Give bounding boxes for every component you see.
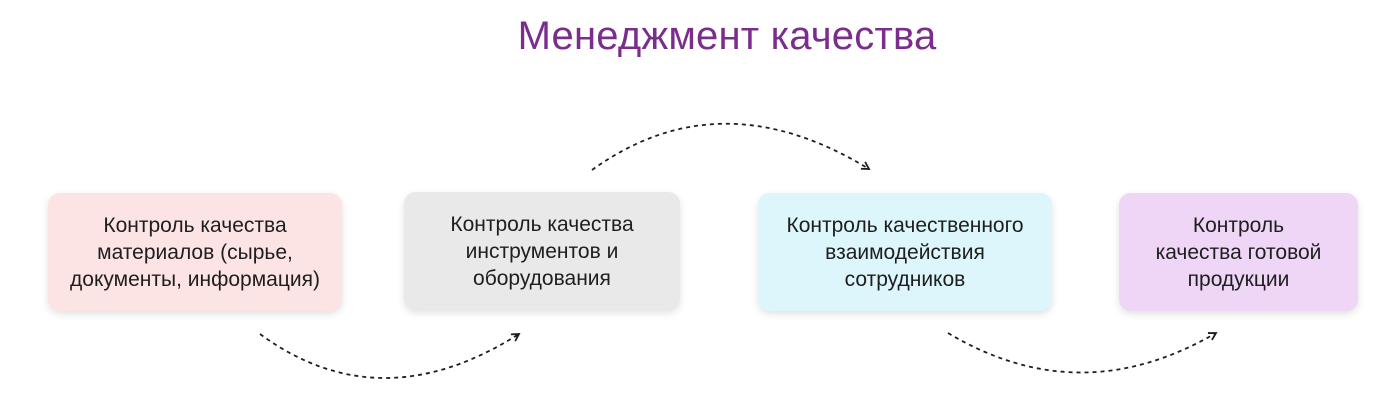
step-finished-product-quality: Контроль качества готовой продукции — [1119, 193, 1358, 311]
step-staff-interaction-quality: Контроль качественного взаимодействия со… — [758, 193, 1052, 311]
arrow-1-to-2 — [259, 333, 521, 379]
step-label: Контроль качества инструментов и оборудо… — [450, 212, 634, 290]
step-label: Контроль качественного взаимодействия со… — [786, 213, 1024, 291]
arrow-2-to-3 — [591, 122, 871, 171]
diagram-title: Менеджмент качества — [517, 14, 937, 58]
step-label: Контроль качества готовой продукции — [1155, 213, 1322, 291]
step-label: Контроль качества материалов (сырье, док… — [70, 213, 320, 291]
arrow-3-to-4 — [947, 332, 1218, 374]
step-tools-quality: Контроль качества инструментов и оборудо… — [404, 192, 680, 310]
step-materials-quality: Контроль качества материалов (сырье, док… — [48, 193, 342, 311]
